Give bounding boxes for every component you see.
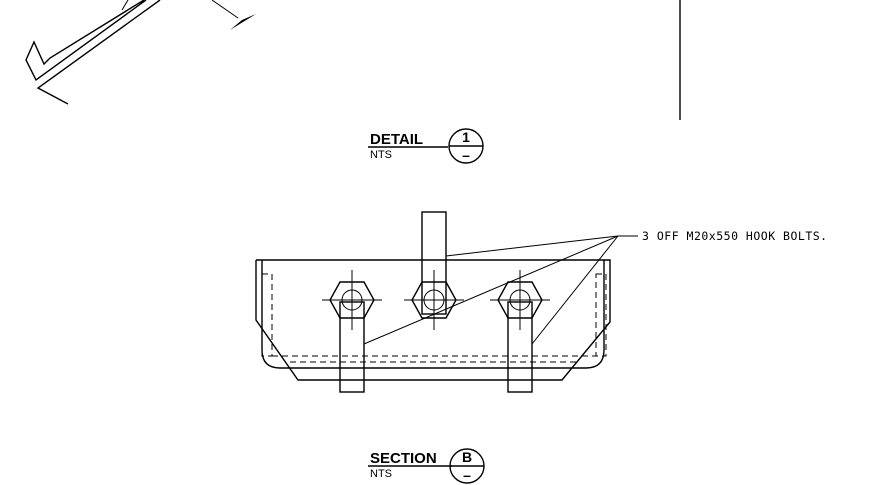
hex-nut-left	[322, 270, 382, 330]
arrowhead-icon	[230, 14, 256, 30]
detail-title: DETAIL	[370, 131, 423, 148]
hex-nut-right	[490, 270, 550, 330]
section-letter: B	[462, 449, 472, 465]
callout-leaders	[363, 235, 638, 345]
section-b-drawing	[255, 211, 638, 393]
section-title: SECTION	[370, 450, 437, 467]
section-sheet: –	[463, 467, 471, 483]
detail-scale: NTS	[370, 149, 392, 161]
detail-number: 1	[462, 129, 470, 145]
section-scale: NTS	[370, 468, 392, 480]
detail-label: DETAIL NTS 1 –	[368, 128, 484, 164]
hook-bolt-detail	[25, 0, 681, 120]
detail-sheet: –	[462, 147, 470, 163]
hook-bolt-callout: 3 OFF M20x550 HOOK BOLTS.	[642, 229, 828, 243]
section-label: SECTION NTS B –	[368, 448, 485, 484]
hex-nut-center	[404, 270, 464, 330]
